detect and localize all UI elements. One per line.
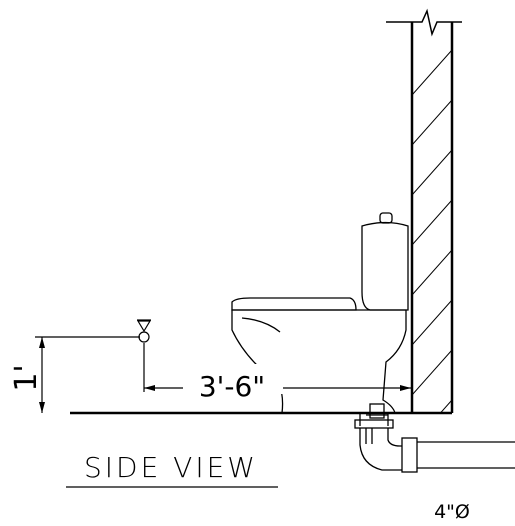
drain-pipe [354,419,515,473]
pipe-size-label: 4"Ø [434,501,470,523]
toilet-tank [361,221,409,311]
elevation-triangle-icon [136,320,152,333]
elevation-marker [136,319,152,343]
height-dimension-label: 1' [9,364,44,391]
break-line-symbol [386,8,462,37]
wall-hatching [412,49,452,412]
pipe-elbow-inner [387,428,402,447]
height-dimension [35,336,140,413]
toilet-rim [241,317,281,333]
drawing-title: SIDE VIEW [84,451,258,484]
toilet-seat [231,297,357,311]
waste-connection [359,403,389,426]
pipe-flange [354,419,394,429]
distance-dimension-label: 3'-6" [199,370,265,403]
toilet-tank-lid [379,212,393,224]
distance-label-background [183,364,283,394]
wall [386,8,462,413]
pipe-elbow-outer [359,428,402,471]
elevation-circle-icon [138,331,150,343]
pipe-coupling [401,437,418,473]
